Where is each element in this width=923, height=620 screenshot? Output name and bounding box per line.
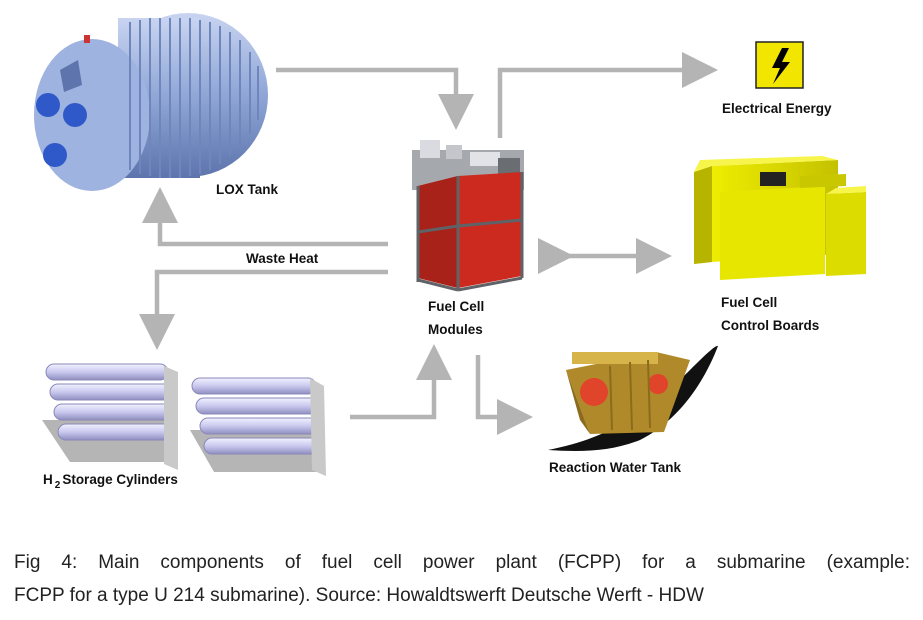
caption-line-2: FCPP for a type U 214 submarine). Source… — [14, 585, 704, 606]
label-electrical-energy: Electrical Energy — [722, 101, 832, 116]
label-fuel-cell-modules: Fuel Cell Modules — [428, 295, 484, 341]
control-boards-illustration — [694, 156, 866, 280]
arrow-waste-heat-to-h2 — [139, 269, 388, 350]
cylinder-rack-right — [190, 377, 326, 476]
lightning-bolt-icon — [755, 41, 804, 89]
flow-arrows — [139, 52, 718, 435]
lox-tank-illustration — [34, 13, 268, 191]
h2-storage-cylinders-illustration — [42, 363, 326, 476]
label-h2-subscript: 2 — [54, 480, 61, 491]
label-reaction-water-tank: Reaction Water Tank — [549, 460, 682, 475]
label-control-boards-line1: Fuel Cell — [721, 295, 778, 310]
label-fuel-cell-modules-line1: Fuel Cell — [428, 299, 485, 314]
label-h2-prefix: H — [43, 472, 53, 487]
label-control-boards: Fuel Cell Control Boards — [721, 291, 819, 337]
cylinder-rack-left — [42, 363, 178, 470]
reaction-water-tank-illustration — [548, 345, 718, 451]
arrow-modules-to-electrical — [497, 52, 718, 138]
label-fuel-cell-modules-line2: Modules — [428, 322, 483, 337]
arrow-h2-to-modules — [350, 344, 452, 420]
fuel-cell-modules-illustration — [412, 140, 524, 292]
arrow-modules-to-water-tank — [475, 355, 533, 435]
label-control-boards-line2: Control Boards — [721, 318, 820, 333]
caption-line-1: Fig 4: Main components of fuel cell powe… — [14, 552, 910, 573]
diagram-canvas — [34, 13, 866, 476]
label-h2-suffix: Storage Cylinders — [62, 472, 178, 487]
label-lox-tank: LOX Tank — [216, 182, 279, 197]
label-waste-heat: Waste Heat — [246, 251, 319, 266]
arrow-waste-heat-to-lox — [142, 187, 388, 247]
figure-caption: Fig 4: Main components of fuel cell powe… — [14, 546, 910, 612]
arrow-lox-to-modules — [276, 67, 474, 130]
